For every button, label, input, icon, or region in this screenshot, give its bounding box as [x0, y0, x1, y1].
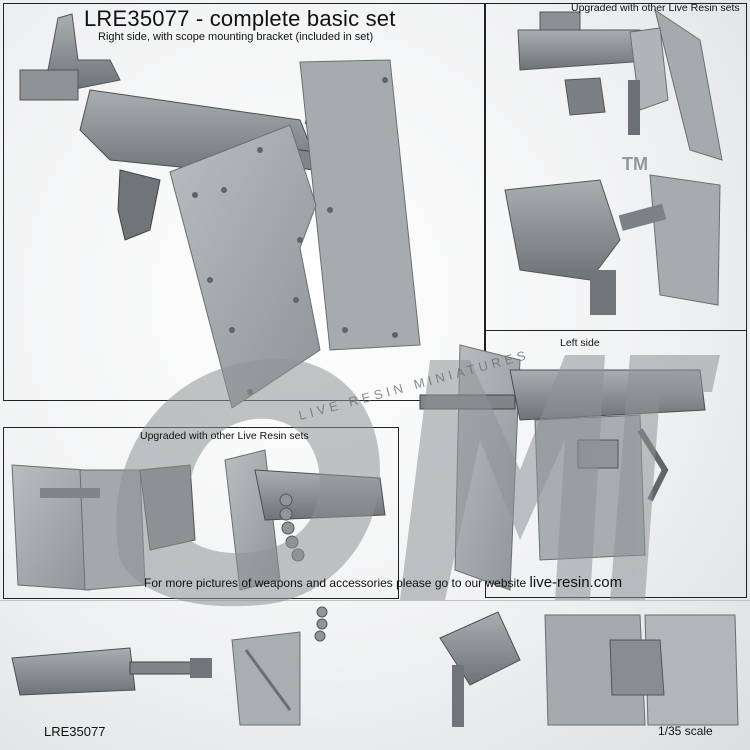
website-link[interactable]: live-resin.com [529, 574, 623, 591]
upgraded-caption-mid: Upgraded with other Live Resin sets [140, 430, 309, 442]
watermark-logo [116, 355, 720, 607]
left-side-caption: Left side [560, 337, 600, 349]
website-line: For more pictures of weapons and accesso… [144, 574, 622, 591]
parts-divider [0, 600, 750, 601]
website-prefix: For more pictures of weapons and accesso… [144, 576, 530, 590]
page-title: LRE35077 - complete basic set [84, 6, 396, 31]
upgraded-caption-top: Upgraded with other Live Resin sets [571, 2, 740, 14]
parts-row-render [11, 606, 739, 727]
upgraded-top-render [504, 8, 723, 315]
scale-label: 1/35 scale [658, 724, 713, 738]
main-gun-render [19, 13, 421, 409]
main-view-subtitle: Right side, with scope mounting bracket … [98, 31, 374, 43]
product-code: LRE35077 [44, 724, 106, 739]
watermark-trademark: TM [622, 154, 648, 174]
